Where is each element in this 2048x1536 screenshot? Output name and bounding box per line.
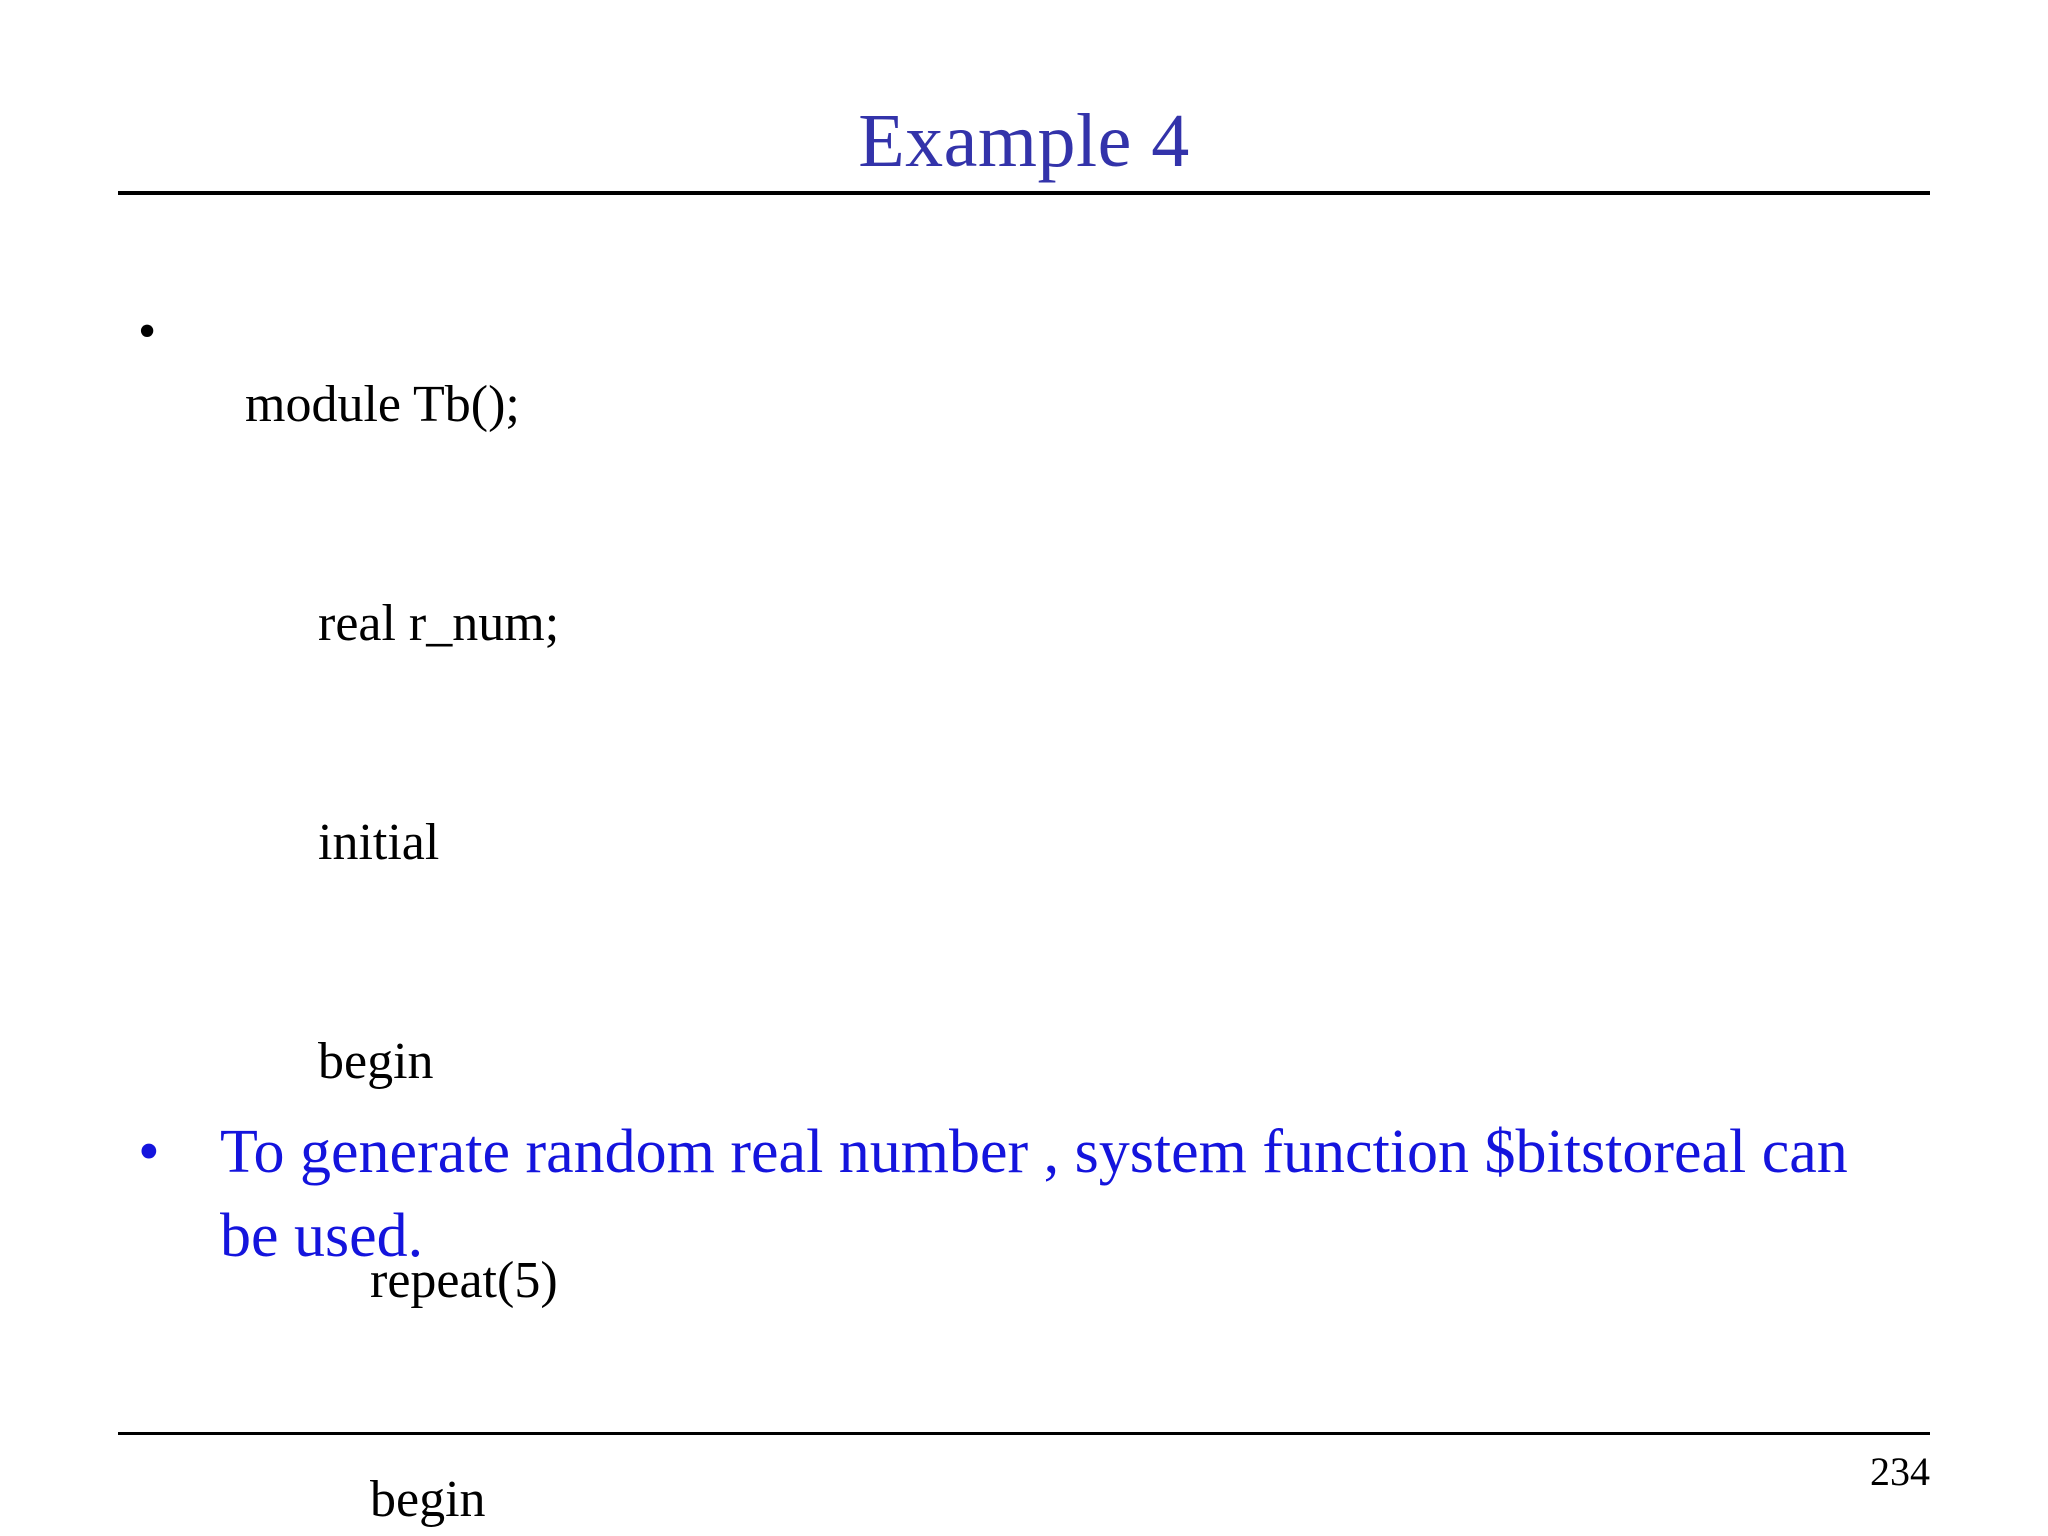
footer-divider-rule	[118, 1432, 1930, 1435]
summary-bullet-row: • To generate random real number , syste…	[0, 1110, 2048, 1278]
code-line: repeat(5)	[0, 1171, 2048, 1390]
code-line: begin	[0, 952, 2048, 1171]
code-line-text: repeat(5)	[370, 1252, 558, 1309]
summary-bullet: • To generate random real number , syste…	[0, 1110, 2048, 1278]
bullet-icon: •	[138, 303, 157, 360]
code-line-text: begin	[318, 1033, 434, 1090]
code-line-text: initial	[318, 814, 440, 871]
page-number: 234	[1870, 1449, 1930, 1494]
summary-bullet-text: To generate random real number , system …	[220, 1118, 1848, 1270]
code-listing: • module Tb(); real r_num; initial begin…	[0, 222, 2048, 1536]
code-line-text: real r_num;	[318, 595, 560, 652]
code-line: • module Tb();	[0, 222, 2048, 514]
page-title: Example 4	[858, 98, 1190, 183]
code-line: begin	[0, 1390, 2048, 1536]
code-line-text: begin	[370, 1471, 486, 1528]
code-line-text: module Tb();	[245, 376, 520, 433]
code-line: real r_num;	[0, 514, 2048, 733]
title-divider-rule	[118, 191, 1930, 195]
code-line: initial	[0, 733, 2048, 952]
bullet-icon: •	[138, 1118, 160, 1186]
